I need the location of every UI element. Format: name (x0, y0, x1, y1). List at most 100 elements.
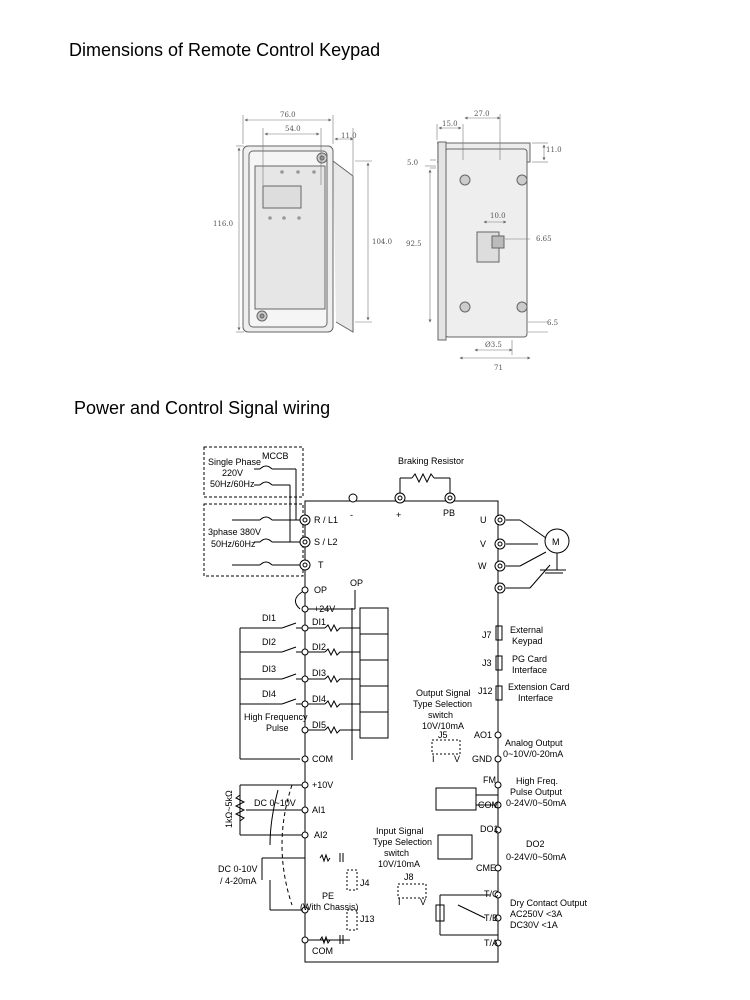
label-j5: J5 (438, 730, 448, 740)
label-di-switch-2: DI2 (262, 637, 276, 647)
label-terminal-tb: T/B (484, 913, 498, 923)
terminal-circles (299, 492, 506, 947)
label-out-sel-1: Output Signal (416, 688, 471, 698)
dim-front-height-outer: 116.0 (213, 220, 233, 228)
dim-back-connector-width: 10.0 (490, 212, 506, 220)
label-analog-output-1: Analog Output (505, 738, 563, 748)
label-terminal-plus-10v: +10V (312, 780, 333, 790)
label-terminal-cme: CME (476, 863, 496, 873)
label-three-phase-2: 50Hz/60Hz (211, 539, 256, 549)
label-terminal-com-2: COM (312, 946, 333, 956)
label-out-sel-4: 10V/10mA (422, 721, 464, 731)
label-j3: J3 (482, 658, 492, 668)
label-terminal-fm: FM (483, 775, 496, 785)
keypad-back-view (425, 114, 548, 360)
label-in-sel-4: 10V/10mA (378, 859, 420, 869)
label-terminal-com-3: COM (478, 800, 499, 810)
label-j7: J7 (482, 630, 492, 640)
label-hf-pulse-2: Pulse (266, 723, 289, 733)
wiring-lines (203, 446, 570, 963)
dim-back-bottom-offset: 6.5 (547, 319, 558, 327)
label-j12-desc-2: Interface (518, 693, 553, 703)
label-op-top: OP (350, 578, 363, 588)
label-bus-minus: - (350, 510, 353, 520)
dim-back-cutout-width: 27.0 (474, 110, 490, 118)
label-j3-desc-1: PG Card (512, 654, 547, 664)
label-terminal-tc: T/C (484, 889, 499, 899)
label-di-switch-4: DI4 (262, 689, 276, 699)
label-j4: J4 (360, 878, 370, 888)
label-di-switch-3: DI3 (262, 664, 276, 674)
label-j12-desc-1: Extension Card (508, 682, 570, 692)
label-terminal-v: V (480, 539, 486, 549)
label-dc-ai2-2: / 4-20mA (220, 876, 257, 886)
label-dc-ai2-1: DC 0-10V (218, 864, 258, 874)
label-single-phase-1: Single Phase (208, 457, 261, 467)
dim-back-width: 71 (494, 364, 503, 372)
label-terminal-ai1: AI1 (312, 805, 326, 815)
label-terminal-ao1: AO1 (474, 730, 492, 740)
title-power-control-wiring: Power and Control Signal wiring (74, 398, 331, 418)
title-keypad-dimensions: Dimensions of Remote Control Keypad (69, 40, 381, 60)
label-j5-i: I (432, 754, 435, 764)
label-out-sel-2: Type Selection (413, 699, 472, 709)
label-terminal-ta: T/A (484, 938, 498, 948)
label-di-switch-1: DI1 (262, 613, 276, 623)
label-terminal-di4: DI4 (312, 694, 326, 704)
dim-front-width-inner: 54.0 (285, 125, 301, 133)
label-terminal-w: W (478, 561, 487, 571)
label-do2-2: 0-24V/0~50mA (506, 852, 566, 862)
label-plus-24v: +24V (314, 604, 335, 614)
dim-back-edge: 5.0 (407, 159, 418, 167)
label-hf-out-3: 0-24V/0~50mA (506, 798, 566, 808)
label-potentiometer: 1kΩ~5kΩ (224, 790, 234, 828)
label-j13: J13 (360, 914, 375, 924)
label-j8-v: V (420, 897, 426, 907)
label-j7-desc-1: External (510, 625, 543, 635)
label-terminal-do1: DO1 (480, 824, 499, 834)
label-dry-contact-1: Dry Contact Output (510, 898, 588, 908)
label-terminal-s-l2: S / L2 (314, 537, 338, 547)
label-terminal-t: T (318, 560, 324, 570)
label-terminal-r-l1: R / L1 (314, 515, 338, 525)
label-analog-output-2: 0~10V/0-20mA (503, 749, 563, 759)
label-terminal-di1: DI1 (312, 617, 326, 627)
label-terminal-u: U (480, 515, 487, 525)
label-hf-out-2: Pulse Output (510, 787, 563, 797)
label-terminal-di5: DI5 (312, 720, 326, 730)
label-terminal-ai2: AI2 (314, 830, 328, 840)
label-in-sel-1: Input Signal (376, 826, 424, 836)
keypad-front-view (236, 115, 372, 333)
single-phase-box (203, 446, 304, 498)
dim-back-depth-top: 11.0 (546, 146, 562, 154)
label-in-sel-3: switch (384, 848, 409, 858)
label-j3-desc-2: Interface (512, 665, 547, 675)
dim-back-hole-diameter: Ø3.5 (485, 341, 502, 349)
label-dry-contact-2: AC250V <3A (510, 909, 562, 919)
dim-front-height-inner: 104.0 (372, 238, 392, 246)
label-bus-plus: + (396, 510, 401, 520)
label-pe-2: (With Chassis) (300, 902, 359, 912)
label-single-phase-2: 220V (222, 468, 243, 478)
dim-back-offset-left: 15.0 (442, 120, 458, 128)
label-out-sel-3: switch (428, 710, 453, 720)
label-in-sel-2: Type Selection (373, 837, 432, 847)
label-terminal-di2: DI2 (312, 642, 326, 652)
label-j12: J12 (478, 686, 493, 696)
label-motor: M (552, 537, 560, 547)
label-j8-i: I (398, 897, 401, 907)
label-bus-pb: PB (443, 508, 455, 518)
label-terminal-gnd: GND (472, 754, 493, 764)
label-hf-out-1: High Freq. (516, 776, 558, 786)
label-op-left: OP (314, 585, 327, 595)
label-three-phase-1: 3phase 380V (208, 527, 261, 537)
label-braking-resistor: Braking Resistor (398, 456, 464, 466)
dim-front-width-outer: 76.0 (280, 111, 296, 119)
dim-front-depth: 11.0 (341, 132, 357, 140)
label-j5-v: V (454, 754, 460, 764)
label-single-phase-3: 50Hz/60Hz (210, 479, 255, 489)
label-terminal-com-1: COM (312, 754, 333, 764)
dim-back-height: 92.5 (406, 240, 422, 248)
label-do2-1: DO2 (526, 839, 545, 849)
